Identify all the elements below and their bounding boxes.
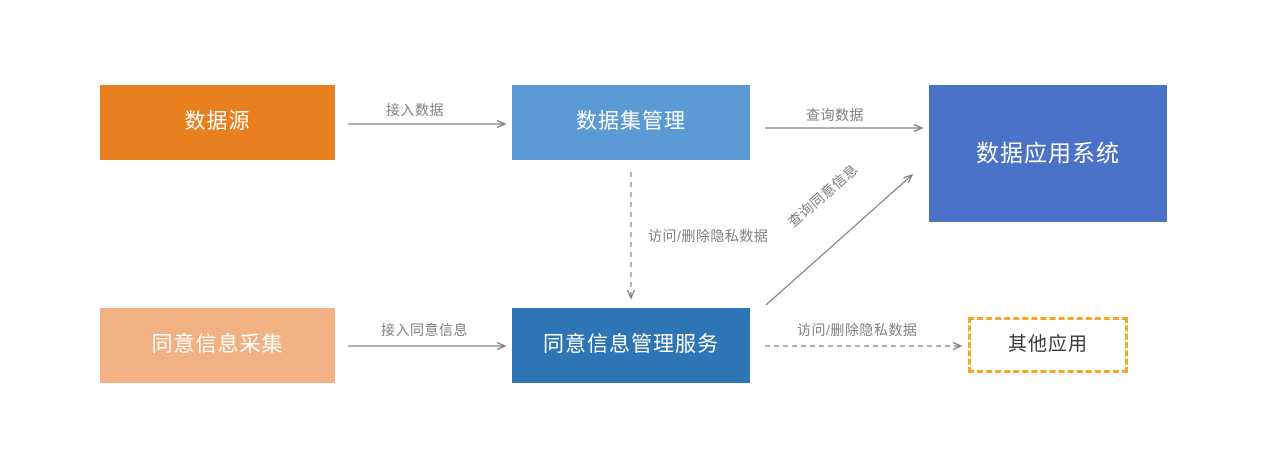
node-consent-mgmt-service-label: 同意信息管理服务 (543, 333, 719, 357)
node-other-apps[interactable]: 其他应用 (968, 317, 1128, 373)
node-dataset-mgmt-label: 数据集管理 (576, 110, 686, 134)
node-data-source-label: 数据源 (184, 110, 251, 134)
node-other-apps-label: 其他应用 (1007, 334, 1088, 356)
node-consent-mgmt-service[interactable]: 同意信息管理服务 (512, 308, 750, 383)
edge-label-query-consent: 查询同意信息 (784, 160, 861, 231)
node-consent-collect[interactable]: 同意信息采集 (100, 308, 335, 383)
node-data-source[interactable]: 数据源 (100, 85, 335, 160)
edge-label-access-delete-vertical: 访问/删除隐私数据 (648, 228, 769, 244)
edge-label-ingest-data: 接入数据 (386, 102, 444, 118)
node-data-app-system-label: 数据应用系统 (976, 140, 1120, 167)
node-consent-collect-label: 同意信息采集 (151, 333, 284, 357)
edge-label-ingest-consent: 接入同意信息 (381, 322, 468, 338)
node-dataset-mgmt[interactable]: 数据集管理 (512, 85, 750, 160)
edge-label-query-data: 查询数据 (806, 107, 864, 123)
edge-label-access-delete-bottom: 访问/删除隐私数据 (797, 322, 918, 338)
node-data-app-system[interactable]: 数据应用系统 (929, 85, 1167, 222)
